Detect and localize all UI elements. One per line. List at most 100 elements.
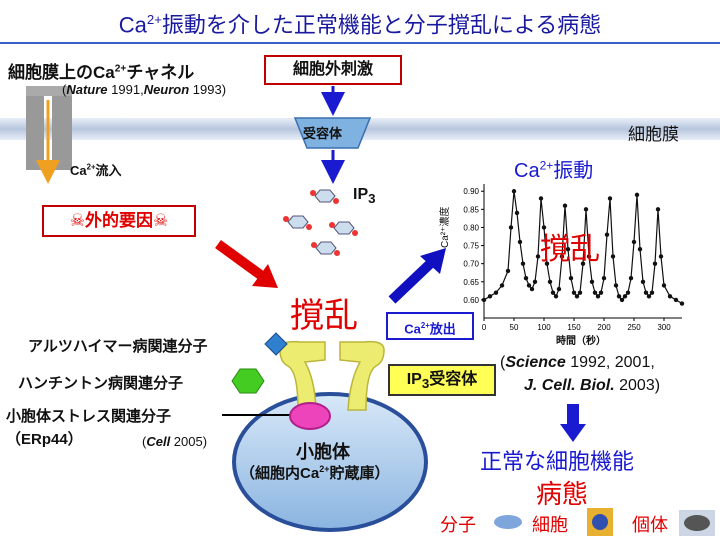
ip3-receptor-box: IP3受容体: [388, 364, 496, 396]
chart-y-tick-label: 0.80: [463, 223, 479, 232]
chart-point: [613, 283, 619, 288]
chart-point: [643, 290, 649, 295]
chart-x-tick-label: 200: [597, 323, 611, 332]
chart-point: [640, 279, 646, 284]
chart-point: [673, 297, 679, 303]
chart-point: [601, 275, 607, 281]
oscillation-ref-line2: J. Cell. Biol. 2003): [524, 377, 661, 394]
chart-xlabel: 時間（秒）: [556, 336, 606, 347]
skull-crossbones-icon: ☠: [153, 211, 169, 230]
chart-y-tick-label: 0.65: [463, 278, 479, 287]
chart-point: [523, 275, 529, 281]
external-factor-arrow: [215, 239, 265, 281]
ip3-receptor-channel-icon: [279, 340, 385, 411]
chart-point: [604, 232, 610, 237]
chart-point: [586, 254, 592, 259]
chart-point: [520, 261, 526, 266]
release-arrow: [388, 258, 436, 304]
chart-point: [583, 207, 589, 212]
membrane-channel-icon: [26, 86, 72, 170]
channel-ref: (Nature 1991,Neuron 1993): [62, 82, 227, 97]
chart-point: [580, 261, 586, 266]
chart-point: [553, 294, 559, 299]
ip3-molecule-icons: [283, 189, 358, 256]
chart-point: [487, 294, 493, 299]
chart-y-tick-label: 0.70: [463, 260, 479, 269]
chart-x-tick-label: 0: [482, 323, 487, 332]
chart-point: [637, 246, 643, 252]
chart-point: [625, 290, 631, 295]
chart-point: [562, 203, 568, 208]
disturbance-label: 撹乱: [290, 297, 358, 335]
alzheimer-diamond-icon: [264, 332, 288, 356]
level-individual-label: 個体: [632, 515, 668, 535]
skull-crossbones-icon: ☠: [69, 211, 85, 230]
chart-point: [610, 254, 616, 259]
chart-x-tick-label: 250: [627, 323, 641, 332]
chart-point: [616, 294, 622, 299]
chart-point: [517, 239, 523, 245]
chart-point: [541, 225, 547, 230]
molecule-level-icon: [494, 515, 522, 529]
normal-function-label: 正常な細胞機能: [480, 449, 635, 474]
chart-point: [595, 294, 601, 299]
chart-point: [505, 268, 511, 274]
chart-point: [565, 246, 571, 252]
chart-point: [598, 290, 604, 295]
er-subtitle: （細胞内Ca2+貯蔵庫）: [240, 464, 390, 482]
external-stimulus-box: 細胞外刺激: [264, 55, 402, 85]
chart-point: [556, 286, 562, 292]
page-title: Ca2+振動を介した正常機能と分子撹乱による病態: [118, 12, 602, 38]
chart-x-tick-label: 300: [657, 323, 671, 332]
chart-point: [568, 275, 574, 281]
chart-y-tick-label: 0.60: [463, 296, 479, 305]
huntington-label: ハンチントン病関連分子: [18, 375, 184, 392]
chart-point: [679, 301, 685, 306]
membrane-label: 細胞膜: [628, 125, 679, 144]
chart-point: [550, 290, 556, 295]
oscillation-ref-line1: (Science 1992, 2001,: [500, 354, 655, 371]
chart-point: [661, 283, 667, 288]
cell-ref: (Cell 2005): [142, 434, 208, 449]
chart-point: [646, 294, 652, 299]
pathology-label: 病態: [536, 479, 589, 509]
receptor-label: 受容体: [303, 126, 343, 141]
chart-point: [571, 290, 577, 295]
chart-point: [511, 189, 517, 194]
level-cell-label: 細胞: [532, 515, 568, 535]
chart-ylabel: Ca²⁺濃度: [440, 206, 451, 248]
erp44-label: （ERp44）: [6, 431, 83, 448]
chart-point: [514, 210, 520, 216]
title-divider: [0, 42, 720, 44]
oscillation-title: Ca2+振動: [514, 158, 594, 182]
chart-x-tick-label: 50: [510, 323, 519, 332]
chart-point: [592, 290, 598, 295]
chart-point: [535, 254, 541, 259]
endoplasmic-reticulum: [232, 392, 428, 532]
chart-point: [622, 294, 628, 299]
er-stress-label: 小胞体ストレス関連分子: [6, 408, 172, 425]
chart-point: [655, 207, 661, 212]
chart-x-tick-label: 100: [537, 323, 551, 332]
chart-point: [526, 283, 532, 288]
channel-label: 細胞膜上のCa2+チャネル: [8, 63, 195, 82]
erp44-molecule-icon: [289, 402, 331, 430]
chart-point: [481, 297, 487, 303]
chart-y-tick-label: 0.85: [463, 205, 479, 214]
chart-point: [508, 225, 514, 230]
chart-y-tick-label: 0.75: [463, 242, 479, 251]
chart-point: [529, 286, 535, 292]
oscillation-disturbance-label: 撹乱: [540, 233, 600, 266]
chart-x-tick-label: 150: [567, 323, 581, 332]
chart-point: [532, 279, 538, 284]
chart-point: [652, 261, 658, 266]
chart-point: [499, 283, 505, 288]
normal-function-arrow: [560, 424, 586, 442]
chart-point: [619, 297, 625, 303]
huntington-hexagon-icon: [231, 368, 265, 394]
ca-release-box: Ca2+放出: [386, 312, 474, 340]
chart-point: [634, 192, 640, 198]
chart-point: [577, 290, 583, 295]
